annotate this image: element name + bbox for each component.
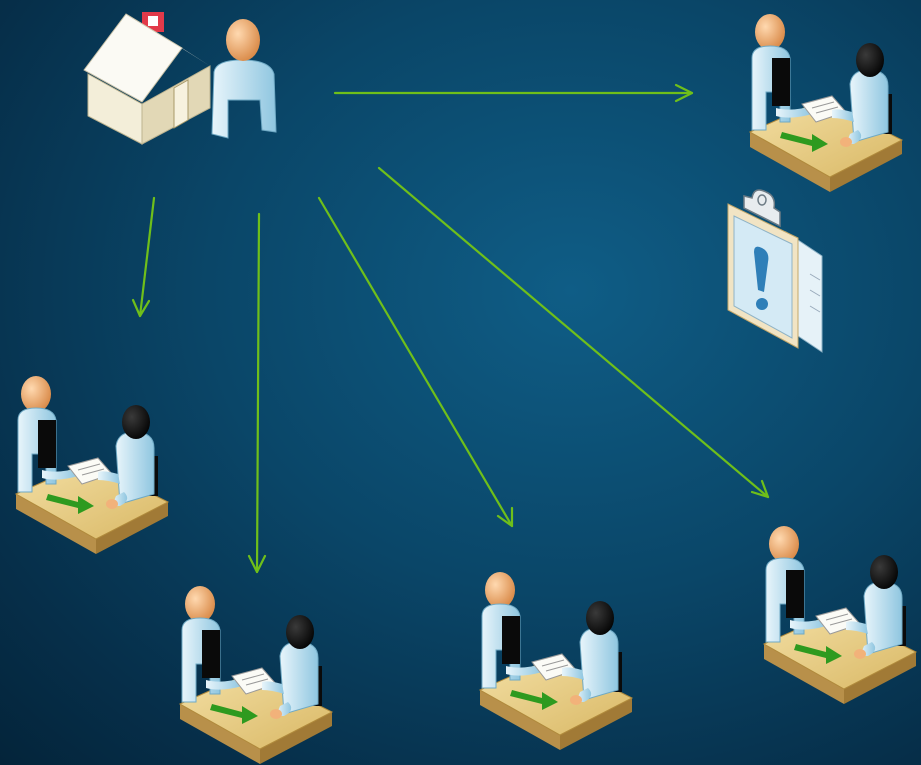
arrow-to-bottom-1 (247, 212, 267, 574)
connector-arrows (131, 83, 770, 574)
arrow-to-bottom-2 (317, 196, 514, 528)
meeting-desk-icon-left (15, 375, 169, 555)
meeting-desk-icon-bottom-1 (179, 585, 333, 765)
meeting-desk-icon-bottom-2 (479, 571, 633, 751)
meeting-desk-icon-right (763, 525, 917, 705)
arrow-to-left (131, 196, 156, 318)
clipboard-alert-icon (727, 189, 823, 353)
person-icon (211, 19, 277, 139)
house-with-person-icon (83, 12, 277, 145)
meeting-desk-icon-top-right (749, 13, 903, 193)
arrow-to-top-right (333, 83, 694, 103)
arrow-to-right (377, 166, 770, 499)
house-icon (83, 12, 211, 145)
